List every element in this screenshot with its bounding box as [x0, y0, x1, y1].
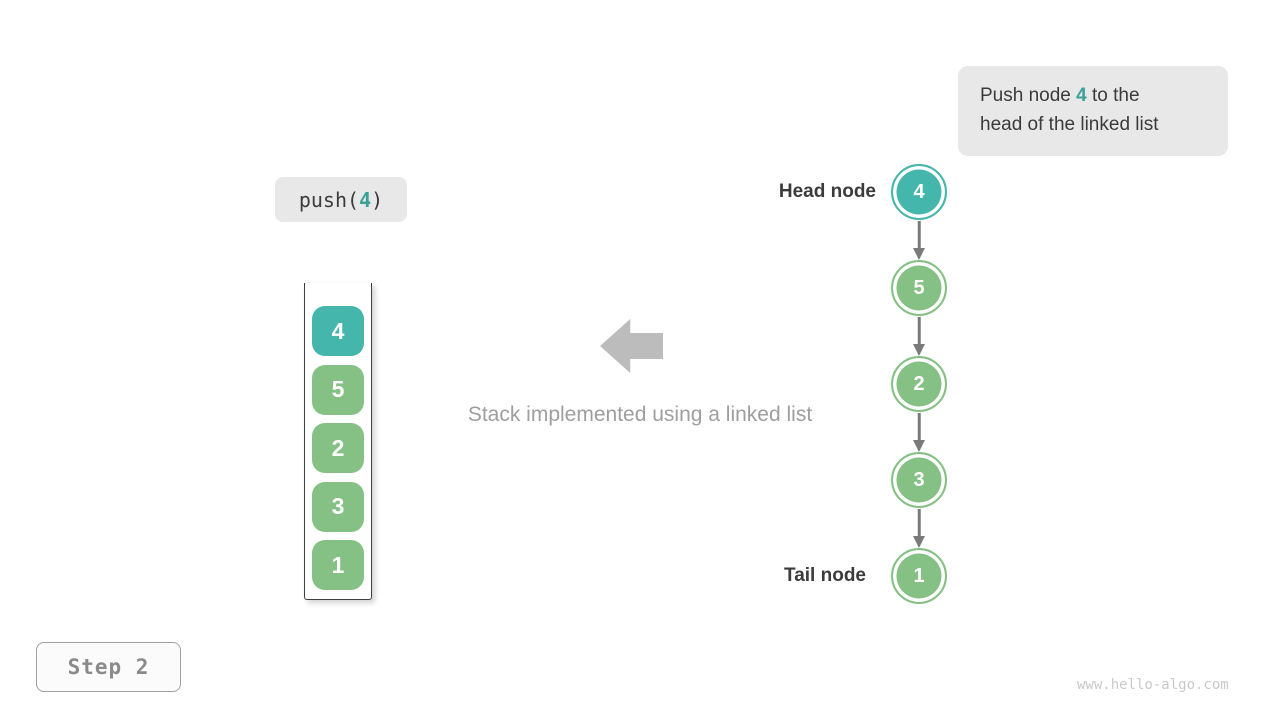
head-node-label: Head node	[778, 181, 876, 202]
left-block-arrow-icon	[600, 319, 663, 373]
stack-block: 3	[312, 481, 364, 532]
tail-node-label: Tail node	[784, 565, 866, 586]
arrow-down-icon	[912, 316, 926, 356]
linked-list-node: 3	[891, 452, 947, 508]
callout-text-line2: head of the linked list	[980, 114, 1159, 135]
stack-container: 4 5 2 3 1	[304, 283, 372, 600]
callout-text-suffix: to the	[1086, 85, 1140, 106]
arrow-down-icon	[912, 220, 926, 260]
operation-value: 4	[359, 187, 372, 212]
step-badge: Step 2	[36, 642, 181, 692]
arrow-down-icon	[912, 412, 926, 452]
stack-block: 1	[312, 540, 364, 590]
operation-prefix: push(	[298, 187, 360, 212]
arrow-down-icon	[912, 508, 926, 548]
stack-block: 2	[312, 423, 364, 473]
stack-block: 5	[312, 364, 364, 415]
watermark-text: www.hello-algo.com	[1077, 677, 1229, 693]
linked-list-node: 2	[891, 356, 947, 412]
caption-text: Stack implemented using a linked list	[467, 403, 813, 426]
linked-list-node: 5	[891, 260, 947, 316]
callout-value: 4	[1076, 85, 1087, 106]
linked-list-node: 4	[891, 164, 947, 220]
operation-label: push(4)	[275, 177, 407, 222]
linked-list: 4 5 2 3 1	[891, 164, 947, 604]
linked-list-node: 1	[891, 548, 947, 604]
callout-push-node: Push node 4 to the head of the linked li…	[958, 66, 1228, 156]
stack-block: 4	[312, 306, 364, 356]
operation-suffix: )	[371, 187, 384, 212]
callout-text-prefix: Push node	[980, 85, 1077, 106]
